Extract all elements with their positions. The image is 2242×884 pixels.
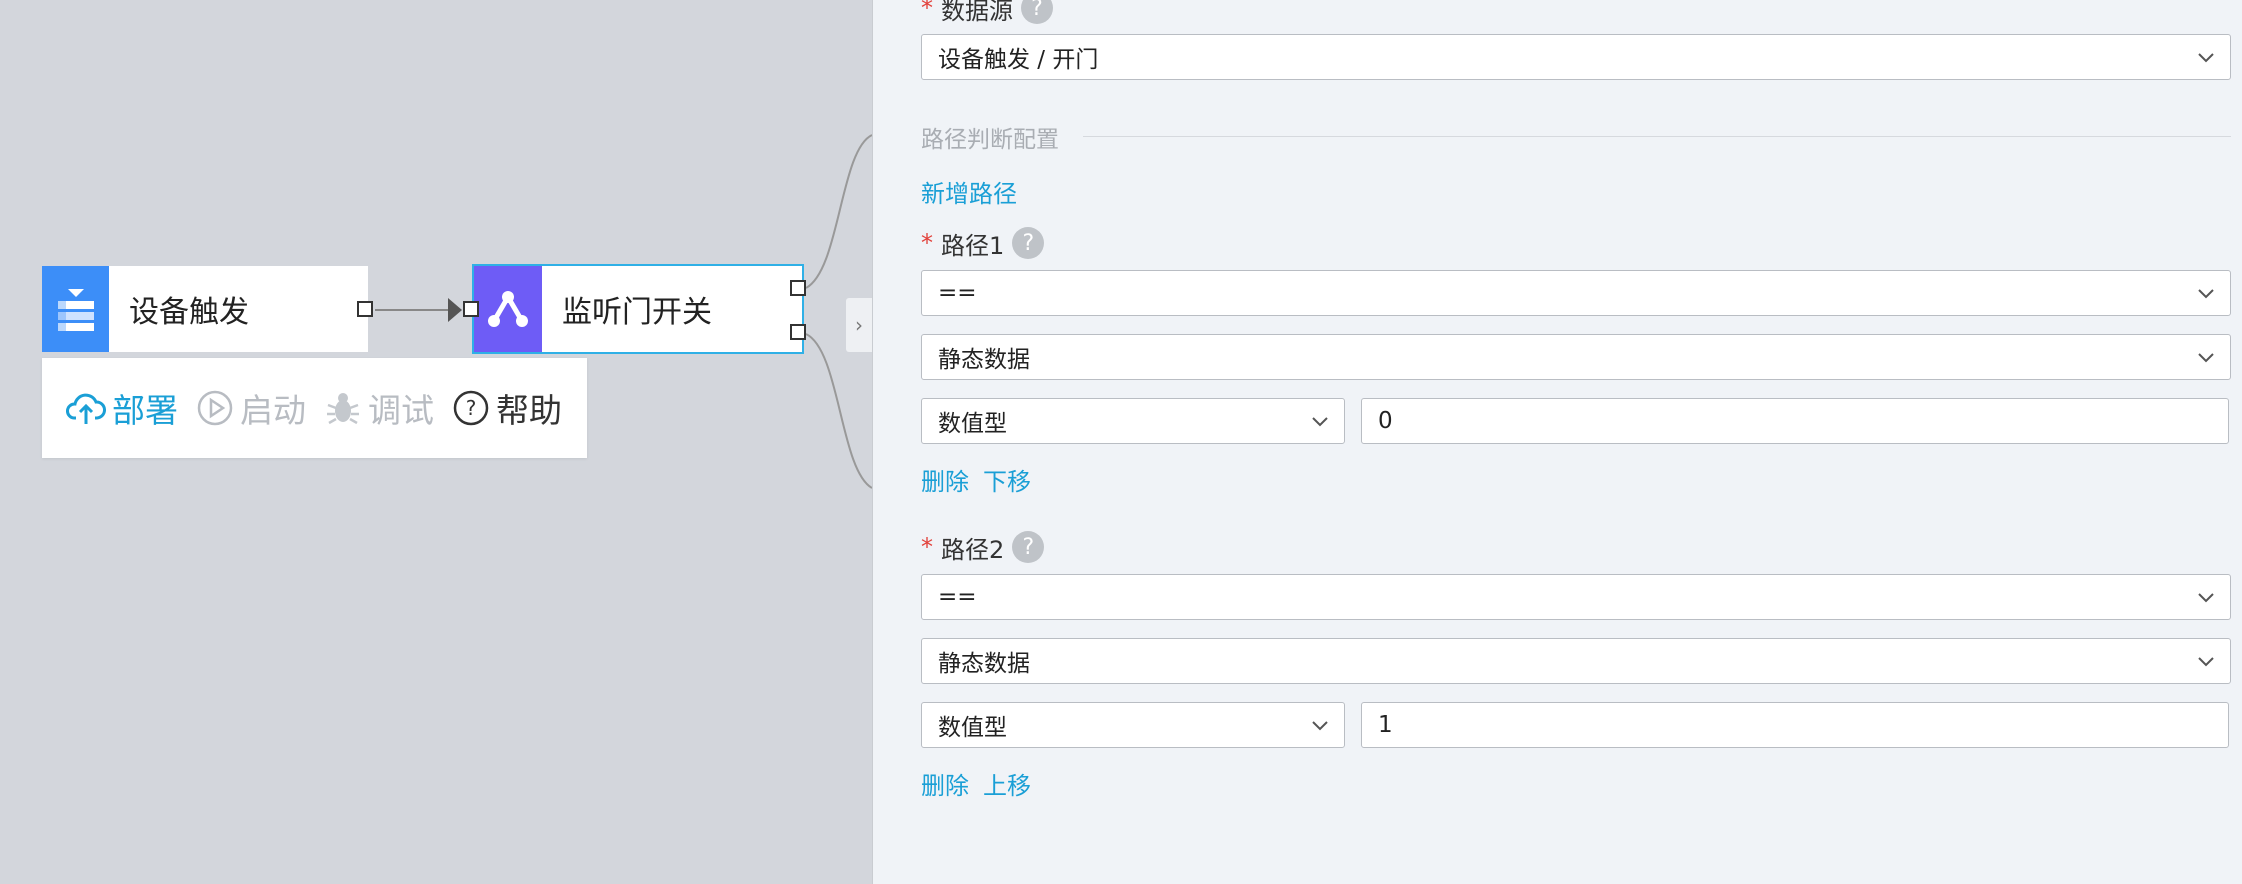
section-title-path-config: 路径判断配置 xyxy=(921,127,1059,153)
edge-path1-curve xyxy=(805,134,872,289)
path2-delete-link[interactable]: 删除 xyxy=(921,772,969,800)
chevron-down-icon xyxy=(2198,593,2214,603)
help-icon[interactable]: ? xyxy=(1012,227,1045,259)
path2-value-type-select[interactable]: 数值型 xyxy=(921,702,1345,748)
connection-lines xyxy=(375,134,872,489)
path1-delete-link[interactable]: 删除 xyxy=(921,468,969,496)
flow-canvas[interactable]: 设备触发 监听门开关 部署 xyxy=(0,0,872,884)
flow-toolbar: 部署 启动 调试 ? xyxy=(42,358,587,458)
path2-move-up-link[interactable]: 上移 xyxy=(983,772,1031,800)
path2-value-input[interactable]: 1 xyxy=(1361,702,2229,748)
start-button[interactable]: 启动 xyxy=(196,384,306,432)
path1-operator-select[interactable]: == xyxy=(921,270,2231,316)
path1-source-type-select[interactable]: 静态数据 xyxy=(921,334,2231,380)
node-label: 监听门开关 xyxy=(562,295,712,330)
path1-move-down-link[interactable]: 下移 xyxy=(983,468,1031,496)
chevron-down-icon xyxy=(1312,417,1328,427)
panel-collapse-handle[interactable]: › xyxy=(846,298,872,352)
chevron-down-icon xyxy=(2198,657,2214,667)
path1-label: * 路径1 ? xyxy=(921,226,1045,260)
node-listen-door[interactable]: 监听门开关 xyxy=(472,264,804,354)
section-divider xyxy=(1083,136,2231,137)
help-icon[interactable]: ? xyxy=(1012,531,1045,563)
path1-value-input[interactable]: 0 xyxy=(1361,398,2229,444)
help-icon[interactable]: ? xyxy=(1021,0,1053,24)
branch-icon xyxy=(474,266,542,352)
cloud-upload-icon xyxy=(66,393,106,424)
chevron-down-icon xyxy=(2198,53,2214,63)
chevron-down-icon xyxy=(2198,353,2214,363)
path2-label: * 路径2 ? xyxy=(921,530,1045,564)
chevron-down-icon xyxy=(2198,289,2214,299)
edge-arrowhead xyxy=(448,298,462,322)
start-label: 启动 xyxy=(240,391,306,430)
path1-value-type-select[interactable]: 数值型 xyxy=(921,398,1345,444)
bug-icon xyxy=(327,393,359,425)
datasource-label: * 数据源 ? xyxy=(921,0,1053,25)
play-circle-icon xyxy=(197,390,233,426)
output-port-path2[interactable] xyxy=(790,324,806,340)
question-circle-icon: ? xyxy=(453,390,489,426)
add-path-link[interactable]: 新增路径 xyxy=(921,180,1017,208)
chevron-right-icon: › xyxy=(855,313,863,337)
node-device-trigger[interactable]: 设备触发 xyxy=(42,266,368,352)
help-button[interactable]: ? 帮助 xyxy=(452,384,562,432)
debug-label: 调试 xyxy=(368,391,434,430)
svg-text:?: ? xyxy=(466,396,477,420)
config-panel: * 数据源 ? 设备触发 / 开门 路径判断配置 新增路径 * 路径1 ? ==… xyxy=(872,0,2242,884)
debug-button[interactable]: 调试 xyxy=(324,384,434,432)
datasource-select[interactable]: 设备触发 / 开门 xyxy=(921,34,2231,80)
device-trigger-icon xyxy=(42,266,109,352)
edge-path2-curve xyxy=(805,333,872,489)
deploy-button[interactable]: 部署 xyxy=(66,384,178,432)
node-label: 设备触发 xyxy=(129,295,249,330)
deploy-label: 部署 xyxy=(112,391,178,430)
help-label: 帮助 xyxy=(496,391,562,430)
path1-actions: 删除 下移 xyxy=(921,462,1031,497)
output-port[interactable] xyxy=(357,301,373,317)
path2-source-type-select[interactable]: 静态数据 xyxy=(921,638,2231,684)
output-port-path1[interactable] xyxy=(790,280,806,296)
chevron-down-icon xyxy=(1312,721,1328,731)
path2-operator-select[interactable]: == xyxy=(921,574,2231,620)
path2-actions: 删除 上移 xyxy=(921,766,1031,801)
input-port[interactable] xyxy=(463,301,479,317)
